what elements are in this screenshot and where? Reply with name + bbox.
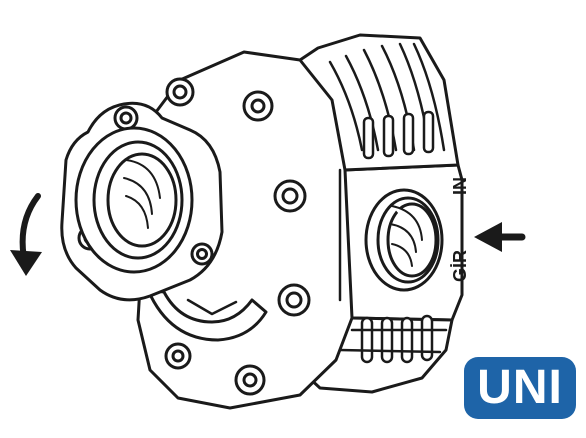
bolt-upper-right bbox=[273, 179, 307, 213]
bolt-top-left bbox=[165, 77, 195, 107]
flange-bore-thread bbox=[123, 159, 161, 229]
side-port bbox=[364, 188, 444, 292]
front-flange bbox=[60, 101, 224, 302]
bolt-bottom bbox=[234, 364, 266, 396]
uni-badge: UNI bbox=[464, 357, 576, 419]
drive-shaft bbox=[146, 288, 268, 342]
flange-bolt-top bbox=[113, 105, 139, 131]
bolt-bottom-left bbox=[164, 342, 192, 370]
bolt-lower-right bbox=[277, 283, 311, 317]
inlet-label: IN bbox=[450, 177, 470, 195]
flow-arrow-icon bbox=[474, 222, 526, 252]
curved-rotation-arrow-icon bbox=[10, 193, 42, 276]
outlet-label: GİR bbox=[450, 250, 470, 282]
flange-bolt-right bbox=[190, 242, 214, 266]
plate-bolts bbox=[164, 77, 311, 396]
bolt-top-middle bbox=[242, 90, 274, 122]
top-cooling-fins bbox=[328, 42, 446, 160]
bottom-cooling-fins bbox=[338, 314, 448, 364]
